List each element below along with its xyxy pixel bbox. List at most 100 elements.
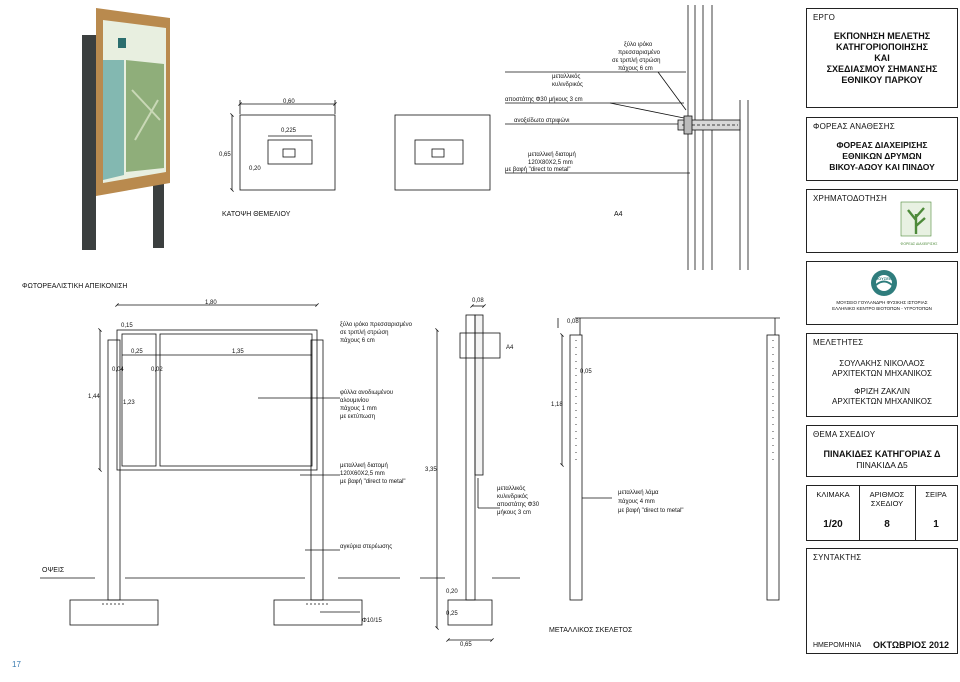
a4-wood-3: σε τριπλή στρώση: [612, 57, 661, 64]
skeleton-blade-1: μεταλλική λάμα: [618, 489, 659, 496]
plan-dim-height: 0,65: [219, 152, 231, 158]
sign-text-column: [103, 60, 124, 180]
front-caption: ΟΨΕΙΣ: [42, 567, 65, 574]
designer-1-title: ΑΡΧΙΤΕΚΤΩΝ ΜΗΧΑΝΙΚΟΣ: [832, 369, 932, 378]
subject-head: ΘΕΜΑ ΣΧΕΔΙΟΥ: [813, 430, 876, 439]
plan-dim-inner-a: 0,225: [281, 128, 297, 134]
client-head: ΦΟΡΕΑΣ ΑΝΑΘΕΣΗΣ: [813, 122, 895, 131]
skeleton-view: [557, 317, 780, 601]
photo-caption: ΦΩΤΟΡΕΑΛΙΣΤΙΚΗ ΑΠΕΙΚΟΝΙΣΗ: [22, 283, 128, 290]
front-view: [40, 303, 520, 626]
skeleton-dim-005: 0,05: [580, 369, 592, 375]
a4-wood-1: ξύλο ιρόκο: [624, 41, 653, 48]
sign-map: [126, 60, 164, 172]
front-dim-144: 1,44: [88, 394, 100, 400]
side-dim-top: 0,08: [472, 298, 484, 304]
author-head: ΣΥΝΤΑΚΤΗΣ: [813, 553, 862, 562]
client-box: ΦΟΡΕΑΣ ΑΝΑΘΕΣΗΣ ΦΟΡΕΑΣ ΔΙΑΧΕΙΡΙΣΗΣ ΕΘΝΙΚ…: [806, 117, 958, 181]
funding-head: ΧΡΗΜΑΤΟΔΟΤΗΣΗ: [813, 194, 888, 203]
funding-logo-caption: ΦΟΡΕΑΣ ΔΙΑΧΕΙΡΙΣΗΣ: [900, 242, 938, 246]
side-spacer-1: μεταλλικός: [497, 485, 525, 492]
project-title-1: ΕΚΠΟΝΗΣΗ ΜΕΛΕΤΗΣ: [833, 31, 931, 41]
plan-dim-width: 0,60: [283, 99, 295, 105]
front-sheet-1: φύλλα ανοδιωμένου: [340, 389, 393, 396]
drawing-no-value: 8: [884, 519, 890, 530]
front-dim-135: 1,35: [232, 349, 244, 355]
a4-section-1: μεταλλική διατομή: [528, 151, 576, 158]
a4-wood-2: πρεσσαρισμένο: [618, 49, 661, 56]
museum-caption-2: ΕΛΛΗΝΙΚΟ ΚΕΝΤΡΟ ΒΙΟΤΟΠΩΝ - ΥΓΡΟΤΟΠΩΝ: [832, 306, 932, 311]
skeleton-caption: ΜΕΤΑΛΛΙΚΟΣ ΣΚΕΛΕΤΟΣ: [549, 627, 633, 634]
side-dim-020: 0,20: [446, 589, 458, 595]
side-a4: Α4: [506, 345, 514, 351]
series-head: ΣΕΙΡΑ: [925, 490, 947, 499]
drawing-no-head-2: ΣΧΕΔΙΟΥ: [870, 499, 904, 508]
front-dim-123: 1,23: [123, 400, 135, 406]
front-section-2: 120Χ60Χ2,5 mm: [340, 471, 385, 477]
a4-section-3: με βαφή "direct to metal": [505, 166, 571, 173]
a4-wood-4: πάχους 6 cm: [618, 65, 653, 72]
museum-box: ΜΟΥΣΕΙΟ ΜΟΥΣΕΙΟ ΓΟΥΛΑΝΔΡΗ ΦΥΣΙΚΗΣ ΙΣΤΟΡΙ…: [806, 261, 958, 325]
sign-logo: [118, 38, 126, 48]
funding-logo-icon: [900, 201, 932, 237]
project-title-4: ΣΧΕΔΙΑΣΜΟΥ ΣΗΜΑΝΣΗΣ: [826, 64, 938, 74]
client-name-1: ΦΟΡΕΑΣ ΔΙΑΧΕΙΡΙΣΗΣ: [836, 140, 928, 150]
scale-value: 1/20: [823, 519, 843, 530]
project-title-5: ΕΘΝΙΚΟΥ ΠΑΡΚΟΥ: [841, 75, 923, 85]
detail-a4: [505, 5, 749, 270]
skeleton-blade-3: με βαφή "direct to metal": [618, 507, 684, 514]
client-name-2: ΕΘΝΙΚΩΝ ΔΡΥΜΩΝ: [842, 151, 922, 161]
designers-box: ΜΕΛΕΤΗΤΕΣ ΣΟΥΛΑΚΗΣ ΝΙΚΟΛΑΟΣ ΑΡΧΙΤΕΚΤΩΝ Μ…: [806, 333, 958, 417]
side-dim-total: 3,35: [425, 467, 437, 473]
designers-head: ΜΕΛΕΤΗΤΕΣ: [813, 338, 864, 347]
project-head: ΕΡΓΟ: [813, 13, 836, 22]
a4-spacer-3: αποστάτης Φ30 μήκους 3 cm: [505, 96, 583, 103]
scale-box: ΚΛΙΜΑΚΑ 1/20 ΑΡΙΘΜΟΣ ΣΧΕΔΙΟΥ 8 ΣΕΙΡΑ 1: [806, 485, 958, 541]
a4-bolt: ανοξείδωτο στριφώνι: [514, 118, 570, 124]
front-sheet-3: πάχους 1 mm: [340, 405, 377, 412]
photo-render: ΦΩΤΟΡΕΑΛΙΣΤΙΚΗ ΑΠΕΙΚΟΝΙΣΗ: [22, 8, 170, 290]
museum-logo-icon: [871, 270, 897, 296]
front-dim-004: 0,04: [112, 367, 124, 373]
post-right: [153, 180, 164, 248]
front-anchor: αγκύρια στερέωσης: [340, 543, 392, 550]
front-dim-015: 0,15: [121, 323, 133, 329]
museum-logo-text: ΜΟΥΣΕΙΟ: [874, 276, 894, 281]
plan-dim-inner-b: 0,20: [249, 166, 261, 172]
funding-box: ΧΡΗΜΑΤΟΔΟΤΗΣΗ ΦΟΡΕΑΣ ΔΙΑΧΕΙΡΙΣΗΣ: [806, 189, 958, 253]
page-number: 17: [12, 660, 21, 669]
date-head: ΗΜΕΡΟΜΗΝΙΑ: [813, 642, 862, 649]
front-sheet-4: με εκτύπωση: [340, 414, 375, 420]
series-cell: ΣΕΙΡΑ 1: [915, 486, 957, 540]
a4-spacer-1: μεταλλικός: [552, 73, 580, 80]
foundation-plan: [230, 100, 491, 192]
scale-cell: ΚΛΙΜΑΚΑ 1/20: [807, 486, 860, 540]
series-value: 1: [933, 519, 939, 530]
project-title-3: ΚΑΙ: [874, 53, 890, 63]
skeleton-dim-008: 0,08: [567, 319, 579, 325]
side-view: [435, 304, 501, 642]
front-dim-002: 0,02: [151, 367, 163, 373]
plan-caption: ΚΑΤΟΨΗ ΘΕΜΕΛΙΟΥ: [222, 211, 291, 218]
post-left: [82, 35, 96, 250]
side-spacer-2: κυλινδρικός: [497, 493, 528, 500]
designer-2-title: ΑΡΧΙΤΕΚΤΩΝ ΜΗΧΑΝΙΚΟΣ: [832, 397, 932, 406]
front-section-1: μεταλλική διατομή: [340, 462, 388, 469]
subject-box: ΘΕΜΑ ΣΧΕΔΙΟΥ ΠΙΝΑΚΙΔΕΣ ΚΑΤΗΓΟΡΙΑΣ Δ ΠΙΝΑ…: [806, 425, 958, 477]
a4-section-2: 120Χ80Χ2,5 mm: [528, 160, 573, 166]
subject-line-1: ΠΙΝΑΚΙΔΕΣ ΚΑΤΗΓΟΡΙΑΣ Δ: [823, 449, 941, 459]
front-rebar: Φ10/15: [362, 618, 382, 624]
side-dim-025: 0,25: [446, 611, 458, 617]
author-box: ΣΥΝΤΑΚΤΗΣ ΗΜΕΡΟΜΗΝΙΑ ΟΚΤΩΒΡΙΟΣ 2012: [806, 548, 958, 654]
project-title-2: ΚΑΤΗΓΟΡΙΟΠΟΙΗΣΗΣ: [836, 42, 928, 52]
front-sheet-2: αλουμινίου: [340, 398, 369, 404]
front-wood-1: ξύλο ιρόκο πρεσσαρισμένο: [340, 321, 413, 328]
skeleton-dim-118: 1,18: [551, 402, 563, 408]
skeleton-blade-2: πάχους 4 mm: [618, 498, 655, 505]
date-value: ΟΚΤΩΒΡΙΟΣ 2012: [873, 640, 949, 650]
subject-line-2: ΠΙΝΑΚΙΔΑ Δ5: [856, 460, 908, 470]
detail-a4-label: Α4: [614, 211, 623, 218]
designer-2-name: ΦΡΙΖΗ ΖΑΚΛΙΝ: [854, 387, 910, 396]
side-dim-065: 0,65: [460, 642, 472, 648]
